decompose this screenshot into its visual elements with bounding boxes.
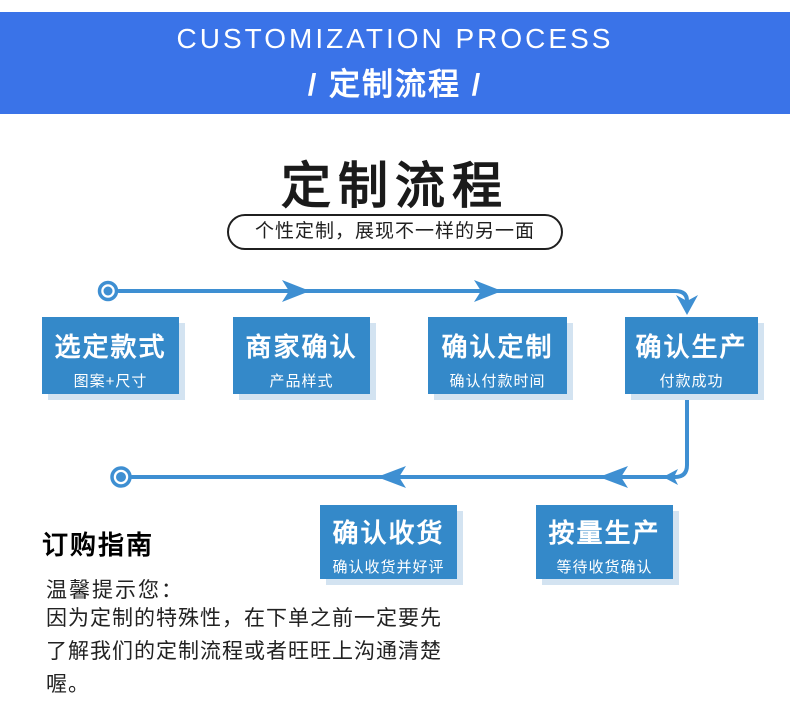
step-label: 按量生产 [548, 518, 661, 548]
banner-title-zh: / 定制流程 / [307, 66, 483, 102]
flow-line-top [117, 289, 689, 305]
arrow-left-icon [377, 466, 406, 488]
step-label: 商家确认 [245, 332, 358, 362]
step-label: 确认生产 [635, 332, 748, 362]
arrow-right-icon [474, 280, 502, 302]
guide-paragraph: 因为定制的特殊性，在下单之前一定要先 了解我们的定制流程或者旺旺上沟通清楚 喔。 [46, 602, 476, 701]
step-sublabel: 确认收货并好评 [332, 559, 445, 576]
step-sublabel: 图案+尺寸 [73, 373, 148, 390]
guide-title: 订购指南 [42, 530, 155, 560]
subtitle-text: 个性定制，展现不一样的另一面 [254, 221, 536, 242]
step-label: 选定款式 [54, 332, 167, 362]
arrow-left-icon [599, 466, 628, 488]
arrow-right-icon [282, 280, 310, 302]
arrow-down-icon [676, 295, 698, 315]
flow-step-confirm-receipt: 确认收货 确认收货并好评 [320, 505, 457, 579]
flow-step-confirm-production: 确认生产 付款成功 [625, 317, 758, 394]
flow-start-dot-icon [97, 280, 119, 302]
flow-end-dot-icon [110, 466, 132, 488]
flow-step-batch-production: 按量生产 等待收货确认 [536, 505, 673, 579]
subtitle-pill: 个性定制，展现不一样的另一面 [226, 214, 564, 250]
guide-line: 喔。 [46, 673, 90, 696]
step-sublabel: 等待收货确认 [556, 559, 653, 576]
flow-step-confirm-customization: 确认定制 确认付款时间 [428, 317, 567, 394]
flow-line-return [130, 394, 689, 479]
step-sublabel: 产品样式 [269, 373, 334, 390]
flow-step-merchant-confirm: 商家确认 产品样式 [233, 317, 370, 394]
step-sublabel: 确认付款时间 [449, 373, 546, 390]
banner-title-en: CUSTOMIZATION PROCESS [176, 22, 614, 54]
banner: CUSTOMIZATION PROCESS / 定制流程 / [0, 12, 790, 114]
step-sublabel: 付款成功 [659, 373, 724, 390]
guide-line: 因为定制的特殊性，在下单之前一定要先 [46, 607, 442, 630]
step-label: 确认收货 [332, 518, 445, 548]
arrow-left-icon [663, 469, 678, 485]
page-title: 定制流程 [281, 158, 509, 214]
guide-line: 了解我们的定制流程或者旺旺上沟通清楚 [46, 640, 442, 663]
guide-lead: 温馨提示您： [46, 579, 184, 602]
flow-step-select-style: 选定款式 图案+尺寸 [42, 317, 179, 394]
step-label: 确认定制 [441, 332, 554, 362]
